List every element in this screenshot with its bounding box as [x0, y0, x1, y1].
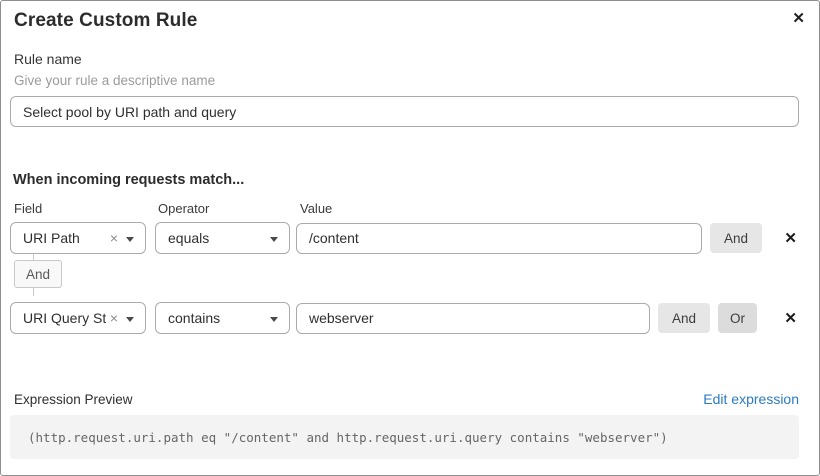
operator-select-value: equals: [168, 230, 210, 246]
edit-expression-link[interactable]: Edit expression: [703, 391, 799, 407]
connector-and-chip[interactable]: And: [14, 260, 63, 288]
condition-connector: And: [1, 254, 819, 296]
chevron-down-icon: [126, 236, 134, 242]
value-input[interactable]: [296, 222, 702, 254]
dialog-title: Create Custom Rule: [14, 10, 198, 31]
value-column-label: Value: [300, 201, 333, 216]
rule-name-helper: Give your rule a descriptive name: [14, 73, 216, 88]
chevron-down-icon: [126, 316, 134, 322]
add-and-condition-button[interactable]: And: [710, 223, 763, 253]
field-select[interactable]: URI Query St... ×: [10, 302, 146, 334]
operator-select[interactable]: equals: [155, 222, 290, 254]
rule-name-label: Rule name: [14, 51, 82, 67]
chevron-down-icon: [270, 236, 278, 242]
clear-selection-icon[interactable]: ×: [109, 310, 118, 326]
rule-name-input[interactable]: [10, 96, 799, 127]
column-labels: Field Operator Value: [1, 201, 819, 216]
expression-text: (http.request.uri.path eq "/content" and…: [28, 429, 668, 445]
expression-preview-box: (http.request.uri.path eq "/content" and…: [10, 415, 799, 459]
rule-name-section: Rule name Give your rule a descriptive n…: [1, 51, 819, 127]
connector-line: [33, 288, 34, 296]
chevron-down-icon: [270, 316, 278, 322]
operator-column-label: Operator: [158, 201, 210, 216]
connector-line: [33, 254, 34, 260]
remove-condition-icon[interactable]: ✕: [784, 310, 797, 327]
field-column-label: Field: [14, 201, 43, 216]
add-or-condition-button[interactable]: Or: [718, 303, 758, 333]
match-heading: When incoming requests match...: [13, 172, 245, 188]
field-select-value: URI Query St...: [23, 310, 106, 326]
add-and-condition-button[interactable]: And: [658, 303, 711, 333]
operator-select-value: contains: [168, 310, 221, 326]
value-input[interactable]: [296, 302, 650, 334]
field-select[interactable]: URI Path ×: [10, 222, 146, 254]
operator-select[interactable]: contains: [155, 302, 290, 334]
clear-selection-icon[interactable]: ×: [109, 230, 118, 246]
remove-condition-icon[interactable]: ✕: [784, 230, 797, 247]
condition-row-1: URI Path × equals And ✕: [10, 222, 811, 254]
field-select-value: URI Path: [23, 230, 80, 246]
close-icon[interactable]: ✕: [792, 10, 805, 27]
condition-row-2: URI Query St... × contains And Or ✕: [10, 302, 811, 334]
expression-preview-label: Expression Preview: [14, 391, 133, 407]
expression-preview-header: Expression Preview Edit expression: [14, 391, 799, 407]
